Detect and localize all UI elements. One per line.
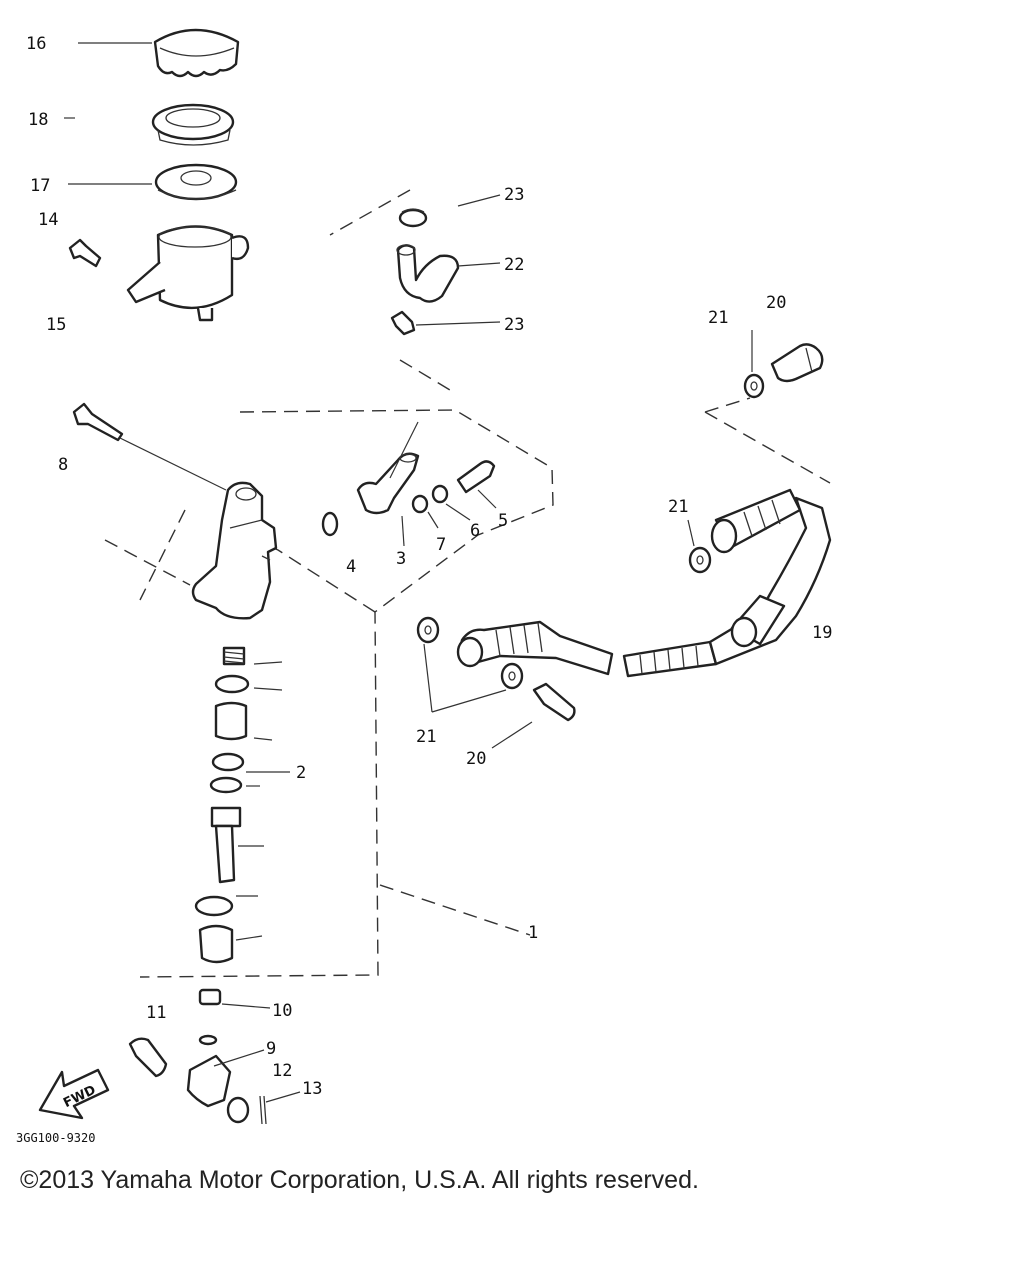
callout-22: 22 [504, 255, 524, 275]
copper-washer-cylinder [416, 616, 440, 644]
callout-16: 16 [26, 34, 46, 54]
clevis-pin [128, 1037, 168, 1078]
copyright-notice: ©2013 Yamaha Motor Corporation, U.S.A. A… [20, 1166, 699, 1194]
fwd-arrow: FWD [38, 1068, 110, 1120]
clevis-washer [226, 1096, 250, 1124]
copper-washer-mid [688, 546, 712, 574]
callout-18: 18 [28, 110, 48, 130]
master-cylinder-body [191, 481, 278, 620]
callout-12: 12 [272, 1061, 292, 1081]
callout-2: 2 [296, 763, 306, 783]
reservoir-hose-clamp-bottom [390, 310, 416, 336]
piston-assembly [194, 646, 250, 964]
callout-20-top: 20 [766, 293, 786, 313]
callout-8: 8 [58, 455, 68, 475]
callout-1: 1 [528, 923, 538, 943]
parts-diagram: FWD 16 18 17 14 15 23 22 23 21 20 8 4 3 … [16, 28, 832, 1145]
clevis [186, 1034, 232, 1108]
callout-6: 6 [470, 521, 480, 541]
locknut [198, 988, 222, 1006]
reservoir-hose-clamp-top [398, 208, 428, 228]
joint-washer-6 [431, 484, 449, 504]
callout-20-bottom: 20 [466, 749, 486, 769]
callout-13: 13 [302, 1079, 322, 1099]
callout-5: 5 [498, 511, 508, 531]
copper-washer-top [743, 373, 765, 399]
callout-4: 4 [346, 557, 356, 577]
callout-9: 9 [266, 1039, 276, 1059]
hose-joint [356, 452, 420, 515]
callout-10: 10 [272, 1001, 292, 1021]
o-ring [321, 511, 339, 537]
brake-hose [456, 488, 832, 678]
callout-21-bottom: 21 [416, 727, 436, 747]
assembly-outline-lines [104, 189, 831, 978]
leader-lines [64, 42, 753, 1103]
reservoir-screw [68, 238, 102, 268]
callout-labels: 16 18 17 14 15 23 22 23 21 20 8 4 3 7 6 … [16, 34, 832, 1145]
callout-23-top: 23 [504, 185, 524, 205]
callout-11: 11 [146, 1003, 166, 1023]
callout-14: 14 [38, 210, 58, 230]
cotter-pin [259, 1095, 267, 1125]
diagram-code: 3GG100-9320 [16, 1131, 95, 1145]
callout-19: 19 [812, 623, 832, 643]
callout-23-bottom: 23 [504, 315, 524, 335]
joint-screw [456, 460, 496, 494]
reservoir-body [126, 225, 250, 322]
union-bolt-top [770, 343, 824, 383]
joint-washer-7 [411, 494, 429, 514]
reservoir-hose [396, 244, 460, 303]
bolt-8 [72, 402, 227, 491]
diaphragm [154, 163, 238, 201]
reservoir-cap [153, 28, 240, 78]
copper-washer-bottom [500, 662, 524, 690]
diaphragm-plate [151, 103, 235, 146]
callout-7: 7 [436, 535, 446, 555]
callout-15: 15 [46, 315, 66, 335]
callout-3: 3 [396, 549, 406, 569]
callout-17: 17 [30, 176, 50, 196]
callout-21-top: 21 [708, 308, 728, 328]
union-bolt-bottom [532, 682, 576, 722]
callout-21-mid: 21 [668, 497, 688, 517]
